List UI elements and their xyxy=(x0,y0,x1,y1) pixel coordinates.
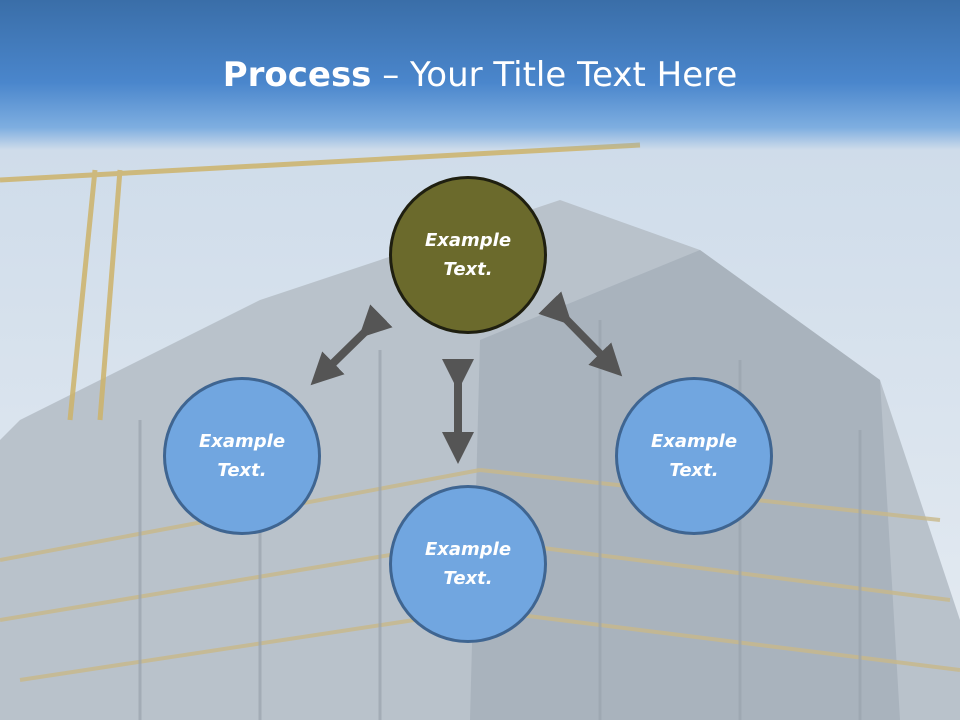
title-rest: – Your Title Text Here xyxy=(371,55,738,95)
process-node-top: Example Text. xyxy=(389,176,547,334)
node-left-text: Example Text. xyxy=(198,431,286,481)
process-node-bottom: Example Text. xyxy=(389,485,547,643)
process-node-left: Example Text. xyxy=(163,377,321,535)
header-band xyxy=(0,0,960,150)
arrow-top-left xyxy=(310,304,393,386)
title-bold: Process xyxy=(222,55,372,95)
slide-title: Process – Your Title Text Here xyxy=(0,52,960,98)
process-node-right: Example Text. xyxy=(615,377,773,535)
node-top-text: Example Text. xyxy=(424,230,512,280)
node-right-text: Example Text. xyxy=(650,431,738,481)
arrow-top-right xyxy=(538,291,623,377)
node-bottom-text: Example Text. xyxy=(424,539,512,589)
